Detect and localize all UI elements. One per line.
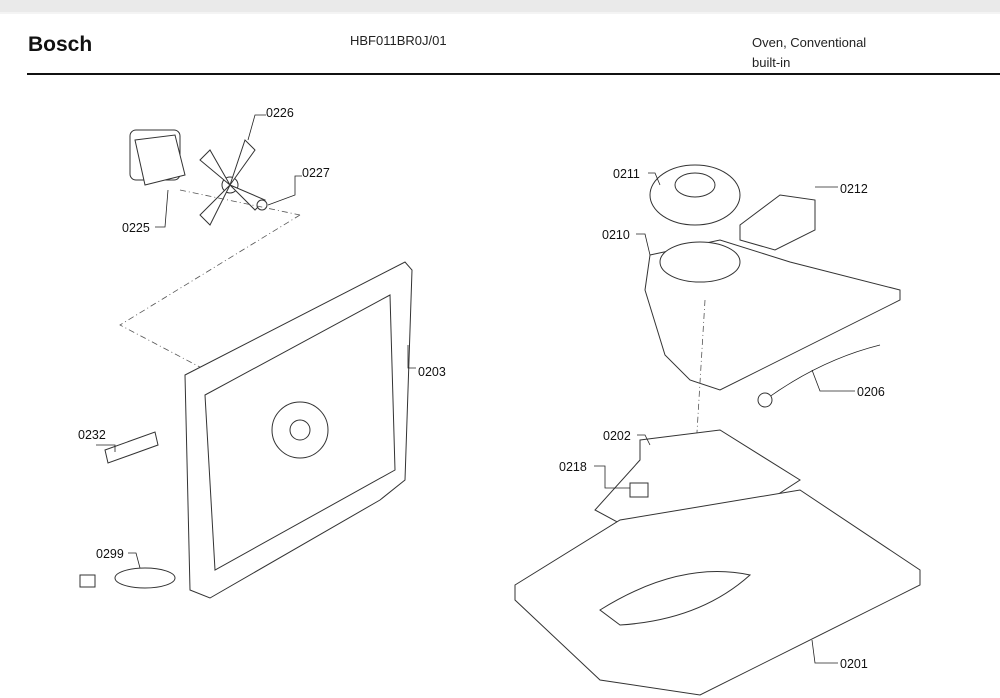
part-label[interactable]: 0218: [559, 460, 587, 474]
part-label[interactable]: 0211: [613, 167, 640, 181]
type-line-2: built-in: [752, 55, 791, 70]
terminal-block-0232[interactable]: [104, 431, 159, 464]
rear-panel-0203[interactable]: [184, 261, 413, 599]
wiring-harness-0206[interactable]: [757, 344, 881, 408]
part-label[interactable]: 0299: [96, 547, 124, 561]
part-label[interactable]: 0225: [122, 221, 150, 235]
part-label[interactable]: 0203: [418, 365, 446, 379]
part-label[interactable]: 0232: [78, 428, 106, 442]
top-bar: [0, 0, 1000, 14]
part-label[interactable]: 0226: [266, 106, 294, 120]
nut-0227[interactable]: [256, 199, 268, 211]
fan-blade-0226[interactable]: [199, 139, 266, 226]
switch-0212[interactable]: [739, 194, 816, 251]
appliance-type: Oven, Conventional built-in: [752, 33, 866, 73]
part-label[interactable]: 0227: [302, 166, 330, 180]
sensor-0218[interactable]: [629, 482, 649, 498]
part-label[interactable]: 0212: [840, 182, 868, 196]
air-duct-0210[interactable]: [644, 239, 901, 391]
base-frame-0201[interactable]: [514, 489, 921, 696]
model-number: HBF011BR0J/01: [350, 33, 447, 48]
brand-name: Bosch: [28, 33, 93, 56]
type-line-1: Oven, Conventional: [752, 35, 867, 50]
header-divider: [27, 73, 1000, 75]
fan-motor-0225[interactable]: [129, 129, 186, 186]
fan-housing-0211[interactable]: [649, 164, 741, 226]
power-cord-0299[interactable]: [79, 567, 176, 589]
part-label[interactable]: 0210: [602, 228, 630, 242]
part-label[interactable]: 0201: [840, 657, 868, 671]
part-label[interactable]: 0206: [857, 385, 885, 399]
part-label[interactable]: 0202: [603, 429, 631, 443]
